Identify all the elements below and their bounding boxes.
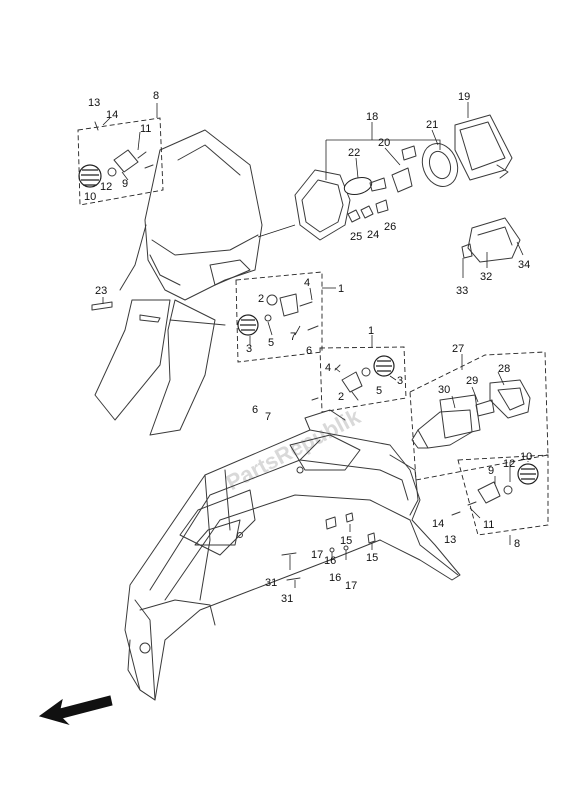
- label-2-lower: 2: [338, 391, 344, 403]
- label-16-b: 16: [329, 572, 341, 584]
- fender-small-parts: [281, 512, 376, 581]
- turn-signal-box-rear-right: [457, 454, 549, 536]
- front-fork-guards: [94, 259, 251, 436]
- headlight-rim: [454, 114, 513, 181]
- label-12-lower: 12: [503, 458, 515, 470]
- label-8-lower: 8: [514, 538, 520, 550]
- label-17: 17: [311, 549, 323, 561]
- tail-light-box: [409, 351, 549, 481]
- front-right-leaders: [249, 287, 336, 345]
- label-15-b: 15: [366, 552, 378, 564]
- label-25: 25: [350, 231, 362, 243]
- label-9: 9: [122, 178, 128, 190]
- label-33: 33: [456, 285, 468, 297]
- headlight-lens: [294, 169, 351, 241]
- label-4: 4: [304, 277, 310, 289]
- rear-left-leaders: [334, 335, 397, 381]
- label-9-lower: 9: [488, 465, 494, 477]
- label-6-lower: 6: [252, 404, 258, 416]
- label-21: 21: [426, 119, 438, 131]
- label-17-b: 17: [345, 580, 357, 592]
- label-13-lower: 13: [444, 534, 456, 546]
- front-left-turn-signal: [78, 121, 154, 188]
- label-27: 27: [452, 343, 464, 355]
- label-34: 34: [518, 259, 530, 271]
- headlight-small-parts: [347, 199, 389, 223]
- turn-signal-box-front-right: [235, 271, 323, 363]
- label-8: 8: [153, 90, 159, 102]
- label-7-lower: 7: [265, 411, 271, 423]
- label-32: 32: [480, 271, 492, 283]
- label-13: 13: [88, 97, 100, 109]
- rear-right-leaders: [469, 461, 529, 545]
- label-3: 3: [246, 343, 252, 355]
- label-6: 6: [306, 345, 312, 357]
- tail-light-bulb: [475, 399, 495, 417]
- label-11-lower: 11: [483, 519, 494, 531]
- label-26: 26: [384, 221, 396, 233]
- tail-light-housing: [489, 379, 531, 419]
- label-23: 23: [95, 285, 107, 297]
- headlight-bulb: [343, 176, 387, 196]
- front-left-leaders: [102, 103, 158, 181]
- label-20: 20: [378, 137, 390, 149]
- label-3-lower: 3: [397, 375, 403, 387]
- license-light: [461, 217, 524, 278]
- label-10: 10: [84, 191, 96, 203]
- headlight-socket: [391, 145, 417, 193]
- headlight-housing: [421, 143, 459, 187]
- label-4-lower: 4: [325, 362, 331, 374]
- headlight-cowl: [119, 129, 263, 301]
- label-5-lower: 5: [376, 385, 382, 397]
- front-right-turn-signal: [237, 293, 319, 336]
- label-28: 28: [498, 363, 510, 375]
- label-31: 31: [265, 577, 277, 589]
- rear-right-turn-signal: [451, 463, 539, 516]
- label-18: 18: [366, 111, 378, 123]
- label-24: 24: [367, 229, 379, 241]
- label-10-lower: 10: [520, 451, 532, 463]
- label-12: 12: [100, 181, 112, 193]
- watermark: PartsRepublik: [222, 403, 365, 495]
- label-29: 29: [466, 375, 478, 387]
- label-11: 11: [140, 123, 151, 135]
- label-1: 1: [338, 283, 344, 295]
- fender-leaders: [289, 524, 373, 588]
- label-1-lower: 1: [368, 325, 374, 337]
- turn-signal-box-rear-left: [319, 346, 407, 413]
- label-30: 30: [438, 384, 450, 396]
- bolt-23: [91, 297, 113, 311]
- label-31-b: 31: [281, 593, 293, 605]
- headlight-leaders: [257, 102, 469, 238]
- label-2: 2: [258, 293, 264, 305]
- label-14: 14: [106, 109, 118, 121]
- rear-fender: [124, 409, 461, 701]
- label-7: 7: [290, 331, 296, 343]
- tail-light-lens: [411, 409, 473, 449]
- tail-light-gasket: [439, 394, 481, 439]
- part-number-labels: 13 14 8 11 9 12 10 18 19 21 20 22 25 24 …: [84, 90, 532, 605]
- label-15: 15: [340, 535, 352, 547]
- label-19: 19: [458, 91, 470, 103]
- label-22: 22: [348, 147, 360, 159]
- label-14-lower: 14: [432, 518, 444, 530]
- label-16: 16: [324, 555, 336, 567]
- label-5: 5: [268, 337, 274, 349]
- tail-light-leaders: [451, 354, 505, 409]
- front-direction-arrow-icon: [38, 695, 113, 726]
